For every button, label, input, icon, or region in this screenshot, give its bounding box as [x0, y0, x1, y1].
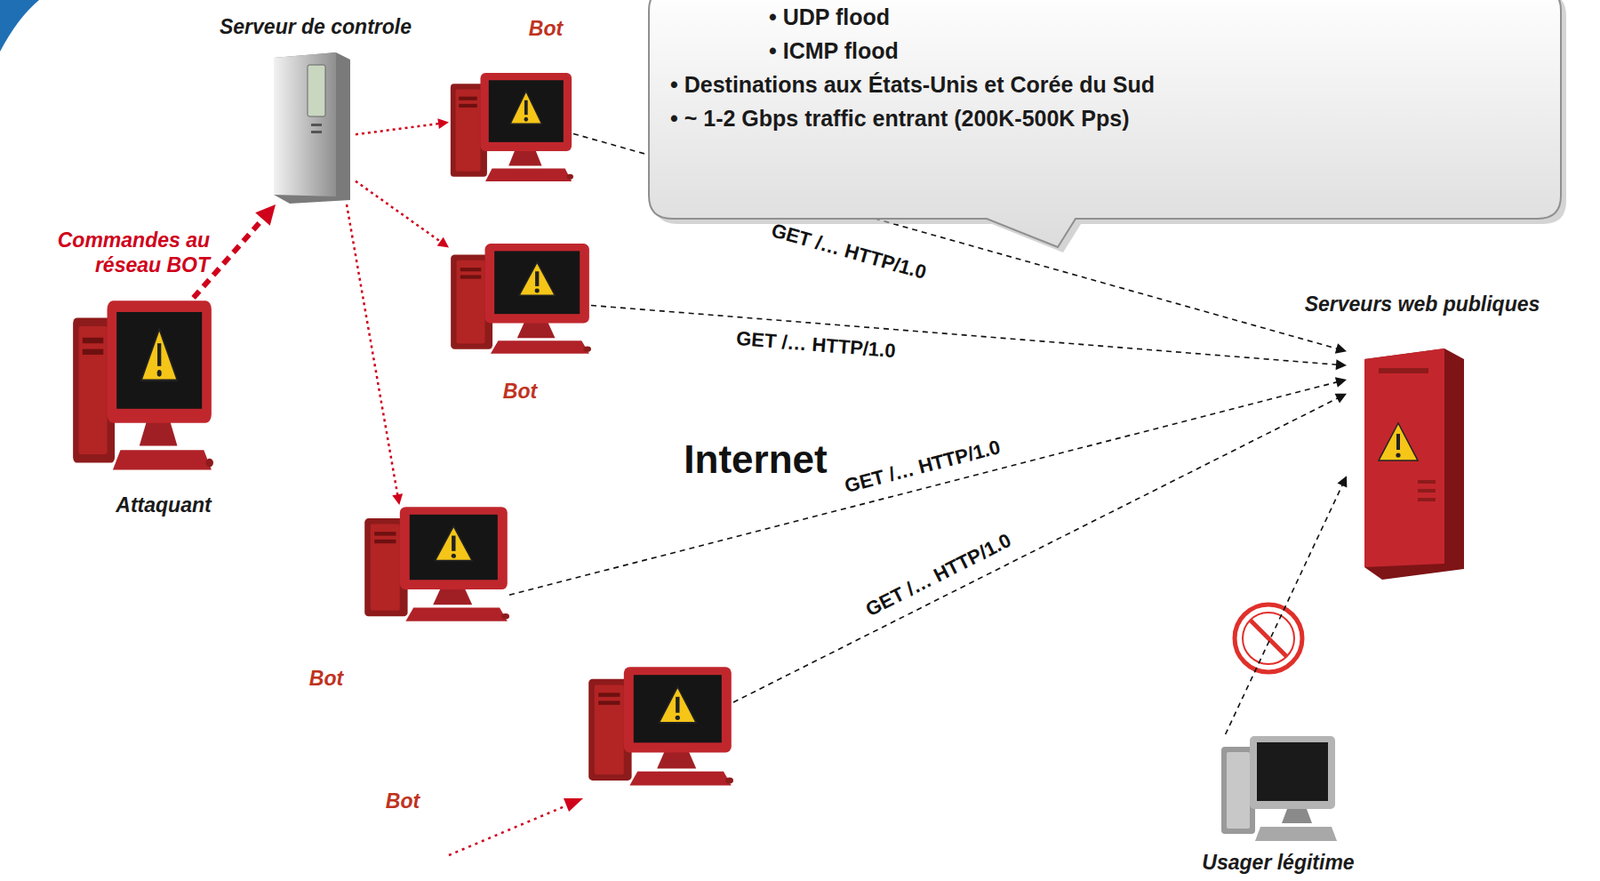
- prohibition-sign: [1234, 604, 1303, 672]
- bubble-line: • UDP flood: [768, 0, 1561, 34]
- arrow-head: [437, 237, 449, 248]
- bot-computer-icon: [448, 241, 592, 358]
- connector: [355, 181, 449, 248]
- computer-node: Bot: [448, 241, 592, 358]
- arrow-head: [255, 204, 276, 226]
- bubble-line: • ~ 1-2 Gbps traffic entrant (200K-500K …: [670, 101, 1561, 136]
- bubble-line: • ICMP flood: [768, 33, 1561, 68]
- bot-computer-icon: [586, 664, 734, 790]
- bot-computer-icon: [71, 297, 214, 476]
- node-label: Serveurs web publiques: [1304, 291, 1541, 317]
- arrow-head: [1336, 359, 1347, 370]
- connector: [591, 305, 1347, 371]
- computer-node: Bot: [448, 71, 574, 185]
- computer-node: Serveur de controle: [266, 48, 356, 205]
- arrow-head: [437, 118, 449, 129]
- user-computer-icon: [1219, 734, 1337, 845]
- bubble-line: • Destinations aux États-Unis et Corée d…: [670, 67, 1561, 102]
- request-label: GET /… HTTP/1.0: [842, 435, 1004, 498]
- corner-banner: [0, 0, 40, 52]
- connector: [346, 204, 403, 505]
- request-label: GET /… HTTP/1.0: [861, 528, 1015, 622]
- connector-line: [591, 305, 1338, 366]
- computer-node: Attaquant: [71, 297, 214, 476]
- connector-line: [346, 204, 399, 497]
- connector: [355, 118, 449, 135]
- command-label: Commandes au réseau BOT: [56, 227, 210, 278]
- node-label: Attaquant: [115, 492, 211, 518]
- arrow-head: [1335, 376, 1347, 388]
- callout-bubble: • UDP flood• ICMP flood• Destinations au…: [648, 0, 1561, 219]
- computer-node: Bot: [362, 504, 510, 625]
- connector-line: [1225, 483, 1344, 735]
- network-label: Internet: [683, 435, 827, 484]
- connector-line: [355, 123, 440, 135]
- connector: [509, 376, 1347, 595]
- computer-node: Bot: [586, 664, 734, 790]
- computer-node: Usager légitime: [1219, 734, 1337, 845]
- incoming-dotted-arrow: [448, 804, 569, 856]
- request-label: GET /… HTTP/1.0: [768, 219, 929, 286]
- computer-node: Serveurs web publiques: [1346, 346, 1470, 582]
- arrow-head: [392, 493, 403, 505]
- node-label: Bot: [309, 665, 344, 691]
- web-server-icon: [1346, 346, 1470, 582]
- arrow-head: [1336, 475, 1347, 488]
- node-label: Usager légitime: [1201, 849, 1354, 875]
- connector-line: [509, 381, 1339, 595]
- node-label: Bot: [503, 378, 537, 404]
- request-label: GET /… HTTP/1.0: [735, 327, 896, 363]
- arrow-head: [1335, 393, 1347, 404]
- node-label: Serveur de controle: [219, 14, 412, 40]
- bot-computer-icon: [362, 504, 510, 625]
- connector: [1225, 475, 1348, 735]
- node-label: Bot: [385, 788, 420, 814]
- connector-line: [355, 181, 442, 243]
- bot-computer-icon: [448, 71, 574, 185]
- node-label: Bot: [528, 16, 563, 41]
- control-server-icon: [266, 48, 356, 205]
- arrow-head: [1335, 343, 1347, 354]
- arrow-head: [563, 798, 584, 812]
